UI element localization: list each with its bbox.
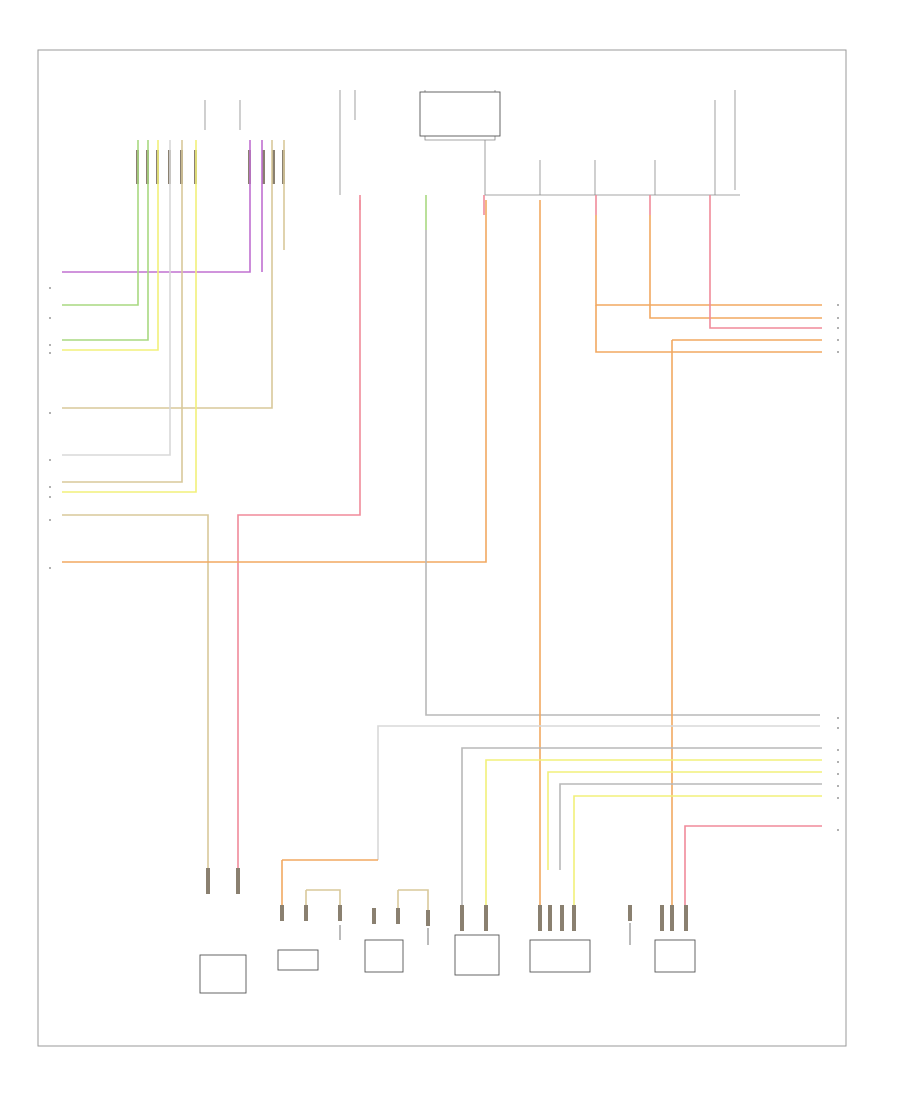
right-lower-bus (281, 725, 822, 910)
bottom-components (199, 934, 696, 994)
component-actuator (454, 934, 500, 976)
left-wires (62, 140, 487, 870)
bottom-connectors (206, 868, 688, 931)
center-wires (359, 195, 820, 870)
left-pin-markers (49, 287, 51, 569)
component-module-center (529, 939, 591, 973)
relay-box (419, 91, 501, 137)
component-sensor-b (364, 939, 404, 973)
component-sensor-a (277, 949, 319, 971)
component-sensor-right (654, 939, 696, 973)
ground-symbols (339, 923, 631, 945)
component-motor-left (199, 954, 247, 994)
right-orange-bus (595, 215, 822, 870)
right-pin-markers (837, 304, 839, 831)
diagram-frame (37, 49, 847, 1047)
